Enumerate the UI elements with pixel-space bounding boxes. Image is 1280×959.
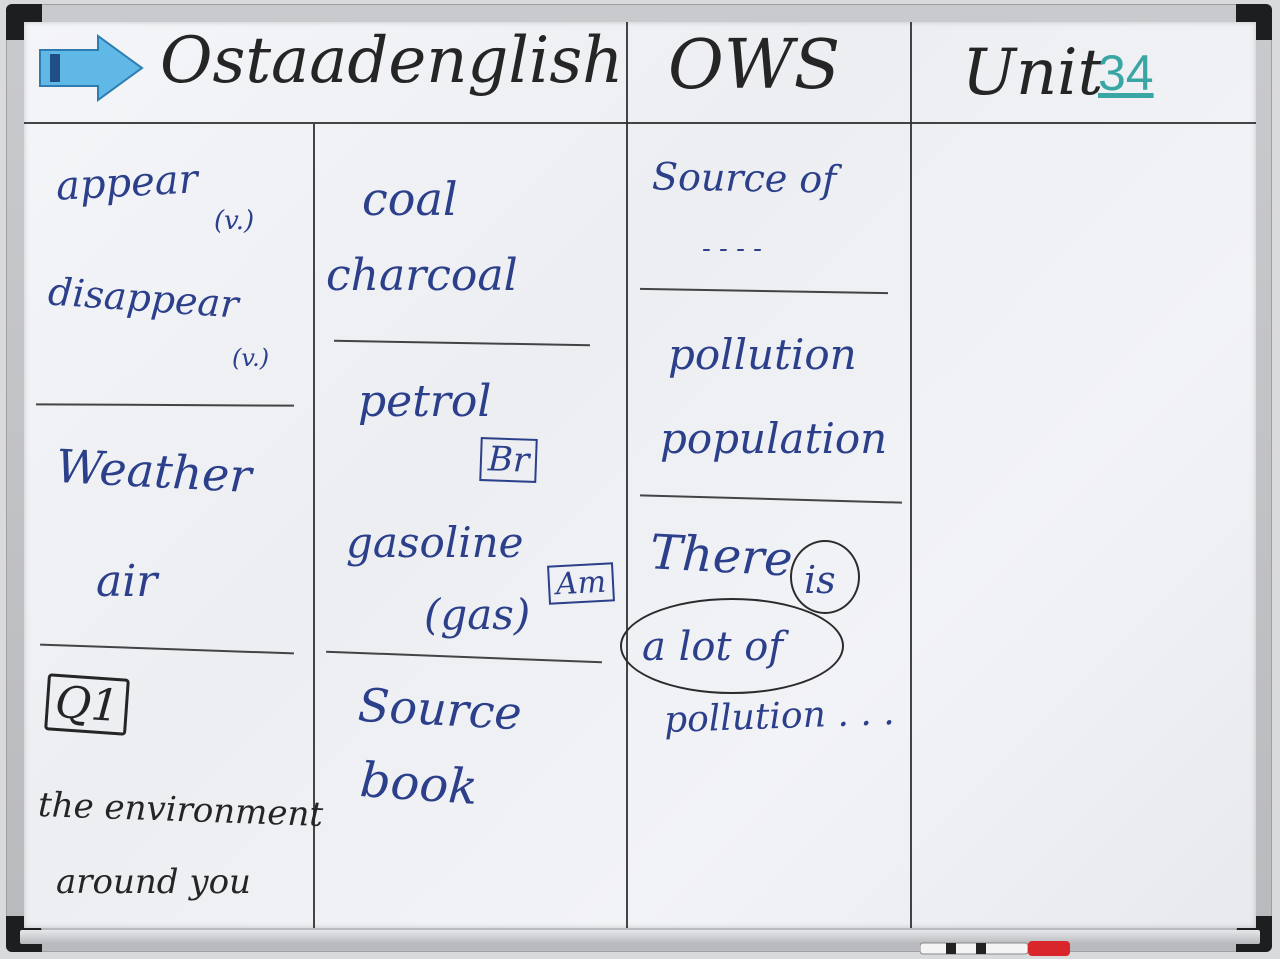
word-gas: (gas) <box>424 590 531 639</box>
brand-title: Ostaadenglish <box>160 24 624 98</box>
phrase-around-you: around you <box>56 862 251 902</box>
word-there: There <box>648 524 795 588</box>
word-air: air <box>96 556 158 607</box>
q1-badge: Q1 <box>44 673 130 736</box>
whiteboard-surface <box>24 22 1256 928</box>
column-divider <box>626 22 628 928</box>
phrase-pollution-ellipsis: pollution . . . <box>663 691 896 742</box>
word-charcoal: charcoal <box>326 250 518 301</box>
word-pollution: pollution <box>668 330 857 379</box>
word-population: population <box>660 414 888 463</box>
american-badge: Am <box>547 562 616 605</box>
column-divider <box>910 22 912 928</box>
word-weather: Weather <box>54 438 253 504</box>
word-source: Source <box>356 677 524 741</box>
header-divider <box>24 122 1256 124</box>
unit-label: Unit <box>962 36 1104 110</box>
unit-number: 34 <box>1098 45 1154 101</box>
word-is: is <box>804 558 836 602</box>
word-appear: appear <box>54 156 199 210</box>
circle-mark <box>790 540 860 614</box>
marker-icon[interactable] <box>920 938 1070 958</box>
word-petrol: petrol <box>358 376 492 427</box>
word-gasoline: gasoline <box>346 518 524 567</box>
phrase-a-lot-of: a lot of <box>642 624 784 670</box>
part-of-speech: (v.) <box>232 344 270 372</box>
eraser-icon <box>39 34 144 102</box>
word-coal: coal <box>362 172 458 226</box>
blank-dashes: - - - - <box>702 234 762 264</box>
word-book: book <box>358 751 480 817</box>
british-badge: Br <box>479 437 539 483</box>
circle-mark <box>620 598 844 694</box>
section-title: OWS <box>668 26 841 105</box>
marker-tray <box>20 930 1260 944</box>
column-divider <box>313 124 315 928</box>
phrase-source-of: Source of <box>651 154 837 202</box>
part-of-speech: (v.) <box>214 206 255 236</box>
